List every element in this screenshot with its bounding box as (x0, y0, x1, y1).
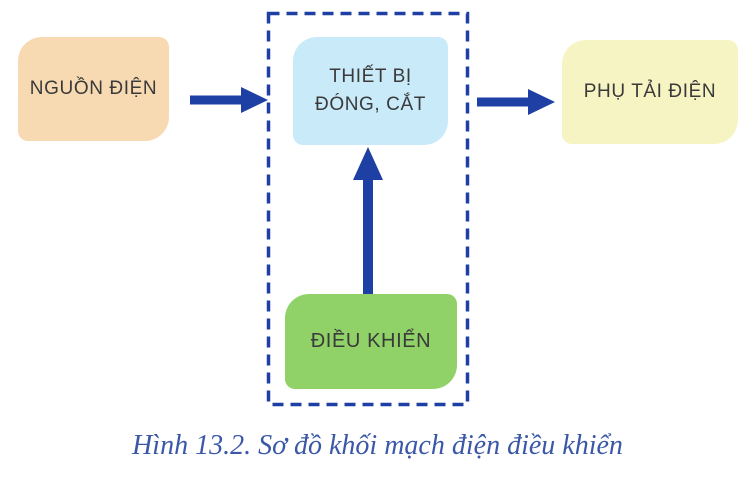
node-power-source: NGUỒN ĐIỆN (18, 37, 169, 141)
node-power-source-label: NGUỒN ĐIỆN (29, 78, 158, 100)
arrow-right-icon (477, 89, 555, 115)
arrow-up-icon (353, 147, 383, 294)
arrow-right-icon (190, 87, 268, 113)
control-boundary-dashed-border (266, 11, 470, 407)
node-switching-device-label-line1: THIẾT BỊ (329, 66, 412, 88)
node-switching-device: THIẾT BỊ ĐÓNG, CẮT (293, 37, 448, 145)
node-switching-device-label-line2: ĐÓNG, CẮT (315, 94, 426, 115)
node-controller-label: ĐIỀU KHIỂN (310, 330, 432, 352)
figure-caption: Hình 13.2. Sơ đồ khối mạch điện điều khi… (132, 430, 623, 461)
node-switching-device-label: THIẾT BỊ ĐÓNG, CẮT (315, 63, 426, 118)
node-controller: ĐIỀU KHIỂN (285, 294, 457, 389)
node-electrical-load: PHỤ TẢI ĐIỆN (562, 40, 738, 144)
node-electrical-load-label: PHỤ TẢI ĐIỆN (583, 81, 717, 103)
